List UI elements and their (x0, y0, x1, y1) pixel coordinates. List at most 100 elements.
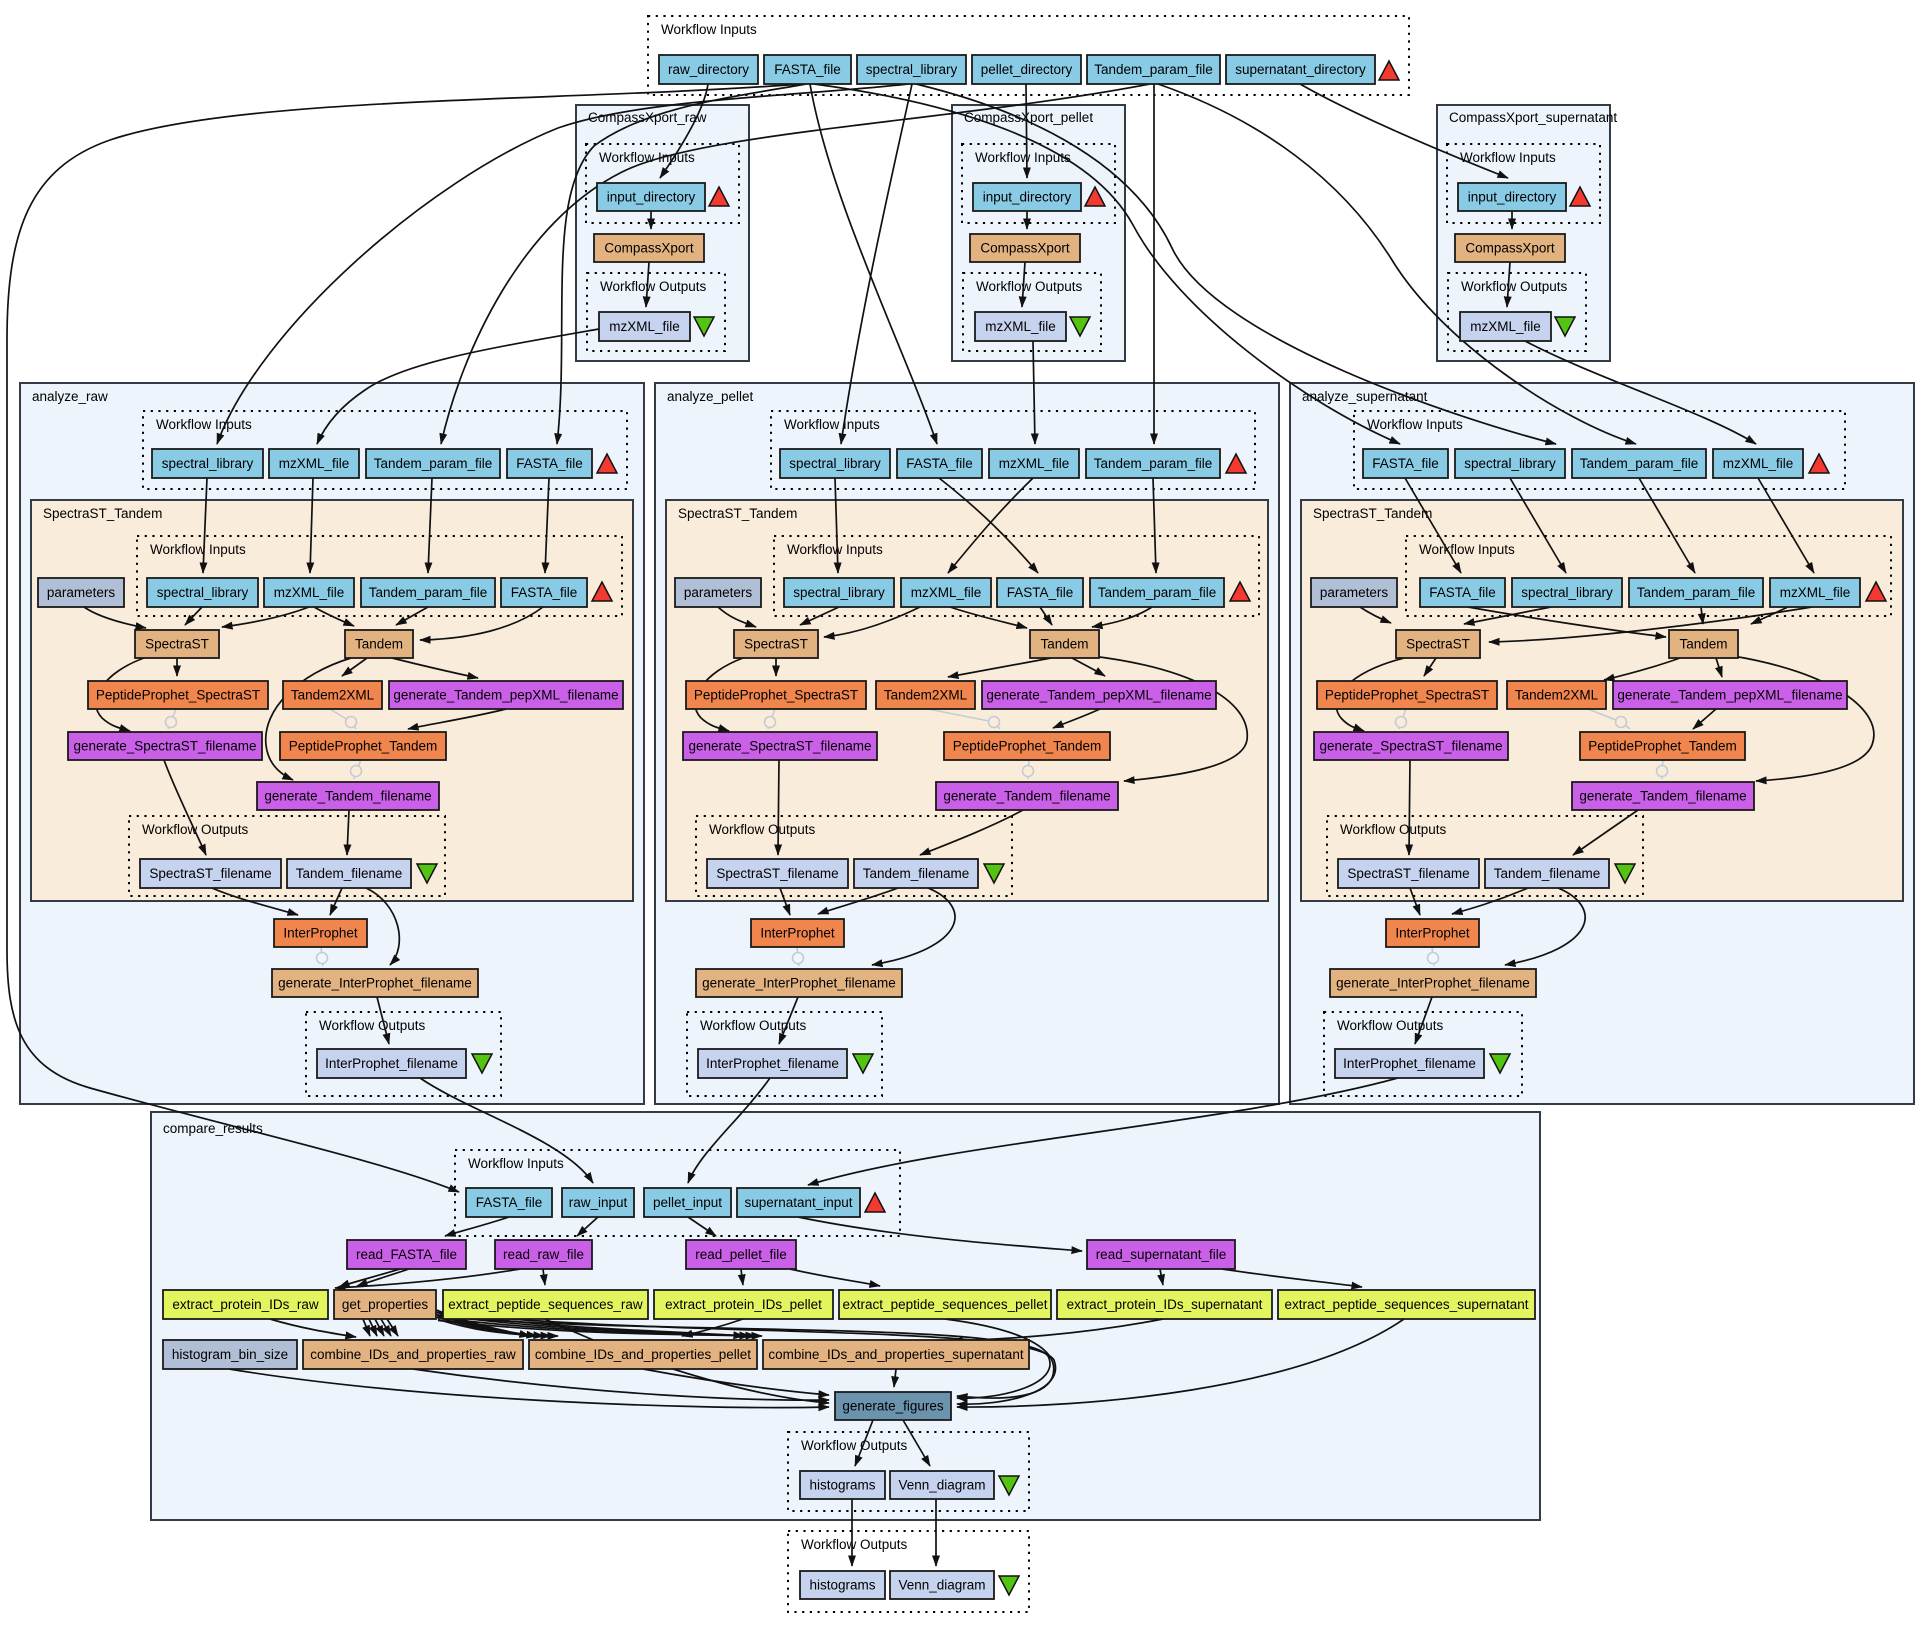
svg-text:Workflow Outputs: Workflow Outputs (1337, 1018, 1444, 1033)
svg-text:generate_InterProphet_filename: generate_InterProphet_filename (278, 976, 472, 991)
svg-text:generate_Tandem_pepXML_filenam: generate_Tandem_pepXML_filename (986, 688, 1211, 703)
svg-text:Venn_diagram: Venn_diagram (898, 1578, 985, 1593)
svg-text:PeptideProphet_Tandem: PeptideProphet_Tandem (953, 739, 1102, 754)
svg-text:parameters: parameters (1320, 585, 1389, 600)
svg-text:generate_figures: generate_figures (842, 1399, 944, 1414)
svg-text:Tandem: Tandem (1040, 637, 1088, 652)
svg-text:Workflow Inputs: Workflow Inputs (784, 417, 880, 432)
svg-text:get_properties: get_properties (342, 1297, 429, 1312)
svg-text:mzXML_file: mzXML_file (985, 319, 1056, 334)
svg-text:InterProphet: InterProphet (1395, 926, 1470, 941)
svg-text:spectral_library: spectral_library (866, 62, 958, 77)
svg-text:Workflow Outputs: Workflow Outputs (600, 279, 707, 294)
svg-text:Tandem2XML: Tandem2XML (1515, 688, 1599, 703)
svg-text:Tandem_param_file: Tandem_param_file (1094, 62, 1213, 77)
svg-text:read_pellet_file: read_pellet_file (695, 1247, 787, 1262)
svg-text:spectral_library: spectral_library (789, 456, 881, 471)
svg-text:supernatant_directory: supernatant_directory (1235, 62, 1366, 77)
svg-text:InterProphet_filename: InterProphet_filename (1343, 1056, 1476, 1071)
svg-text:Tandem_param_file: Tandem_param_file (374, 456, 493, 471)
svg-text:SpectraST: SpectraST (744, 637, 808, 652)
svg-text:generate_Tandem_filename: generate_Tandem_filename (1579, 789, 1746, 804)
svg-text:histograms: histograms (809, 1478, 875, 1493)
svg-text:mzXML_file: mzXML_file (279, 456, 350, 471)
svg-text:combine_IDs_and_properties_pel: combine_IDs_and_properties_pellet (535, 1347, 751, 1362)
svg-text:Tandem: Tandem (355, 637, 403, 652)
svg-text:analyze_raw: analyze_raw (32, 389, 108, 404)
svg-text:spectral_library: spectral_library (1464, 456, 1556, 471)
svg-text:Workflow Outputs: Workflow Outputs (1340, 822, 1447, 837)
svg-text:mzXML_file: mzXML_file (911, 585, 982, 600)
svg-text:input_directory: input_directory (983, 190, 1072, 205)
svg-text:Tandem: Tandem (1679, 637, 1727, 652)
svg-text:FASTA_file: FASTA_file (1429, 585, 1496, 600)
svg-text:Workflow Outputs: Workflow Outputs (319, 1018, 426, 1033)
svg-text:read_supernatant_file: read_supernatant_file (1096, 1247, 1227, 1262)
svg-text:read_FASTA_file: read_FASTA_file (356, 1247, 457, 1262)
svg-text:mzXML_file: mzXML_file (999, 456, 1070, 471)
svg-text:Workflow Inputs: Workflow Inputs (1367, 417, 1463, 432)
svg-text:raw_directory: raw_directory (668, 62, 749, 77)
svg-text:SpectraST: SpectraST (1406, 637, 1470, 652)
svg-text:spectral_library: spectral_library (162, 456, 254, 471)
svg-text:extract_protein_IDs_raw: extract_protein_IDs_raw (172, 1297, 319, 1312)
svg-text:raw_input: raw_input (569, 1195, 628, 1210)
svg-text:SpectraST_filename: SpectraST_filename (716, 866, 838, 881)
svg-text:Workflow Inputs: Workflow Inputs (661, 22, 757, 37)
svg-text:parameters: parameters (684, 585, 753, 600)
svg-text:mzXML_file: mzXML_file (1470, 319, 1541, 334)
svg-text:CompassXport_pellet: CompassXport_pellet (964, 110, 1093, 125)
svg-text:Tandem_param_file: Tandem_param_file (1098, 585, 1217, 600)
svg-text:FASTA_file: FASTA_file (1007, 585, 1074, 600)
svg-text:InterProphet: InterProphet (283, 926, 358, 941)
svg-text:supernatant_input: supernatant_input (744, 1195, 852, 1210)
svg-text:SpectraST_filename: SpectraST_filename (1347, 866, 1469, 881)
svg-text:Tandem_filename: Tandem_filename (1494, 866, 1601, 881)
svg-text:mzXML_file: mzXML_file (1723, 456, 1794, 471)
svg-text:SpectraST: SpectraST (145, 637, 209, 652)
svg-text:Tandem_param_file: Tandem_param_file (369, 585, 488, 600)
svg-text:analyze_pellet: analyze_pellet (667, 389, 754, 404)
svg-text:generate_SpectraST_filename: generate_SpectraST_filename (688, 739, 871, 754)
svg-text:generate_Tandem_filename: generate_Tandem_filename (943, 789, 1110, 804)
svg-text:Workflow Inputs: Workflow Inputs (975, 150, 1071, 165)
svg-text:Tandem2XML: Tandem2XML (884, 688, 968, 703)
svg-text:Tandem_filename: Tandem_filename (296, 866, 403, 881)
svg-text:spectral_library: spectral_library (1521, 585, 1613, 600)
svg-text:generate_SpectraST_filename: generate_SpectraST_filename (1319, 739, 1502, 754)
svg-text:pellet_input: pellet_input (653, 1195, 722, 1210)
svg-text:mzXML_file: mzXML_file (609, 319, 680, 334)
svg-text:Workflow Inputs: Workflow Inputs (156, 417, 252, 432)
svg-text:combine_IDs_and_properties_raw: combine_IDs_and_properties_raw (310, 1347, 516, 1362)
svg-text:read_raw_file: read_raw_file (503, 1247, 584, 1262)
svg-text:PeptideProphet_SpectraST: PeptideProphet_SpectraST (96, 688, 260, 703)
svg-text:Workflow Inputs: Workflow Inputs (468, 1156, 564, 1171)
svg-text:generate_InterProphet_filename: generate_InterProphet_filename (1336, 976, 1530, 991)
svg-text:mzXML_file: mzXML_file (274, 585, 345, 600)
svg-text:CompassXport: CompassXport (980, 241, 1070, 256)
svg-text:spectral_library: spectral_library (157, 585, 249, 600)
svg-text:pellet_directory: pellet_directory (981, 62, 1073, 77)
svg-text:CompassXport: CompassXport (604, 241, 694, 256)
svg-text:combine_IDs_and_properties_sup: combine_IDs_and_properties_supernatant (768, 1347, 1023, 1362)
svg-text:SpectraST_Tandem: SpectraST_Tandem (43, 506, 162, 521)
svg-text:Workflow Inputs: Workflow Inputs (1419, 542, 1515, 557)
svg-text:SpectraST_Tandem: SpectraST_Tandem (678, 506, 797, 521)
svg-text:mzXML_file: mzXML_file (1780, 585, 1851, 600)
svg-text:PeptideProphet_SpectraST: PeptideProphet_SpectraST (694, 688, 858, 703)
svg-text:PeptideProphet_Tandem: PeptideProphet_Tandem (289, 739, 438, 754)
svg-text:CompassXport: CompassXport (1465, 241, 1555, 256)
svg-text:Tandem_param_file: Tandem_param_file (1094, 456, 1213, 471)
svg-text:Workflow Inputs: Workflow Inputs (787, 542, 883, 557)
svg-text:Workflow Inputs: Workflow Inputs (150, 542, 246, 557)
svg-text:Tandem2XML: Tandem2XML (291, 688, 375, 703)
svg-text:Workflow Outputs: Workflow Outputs (976, 279, 1083, 294)
svg-text:PeptideProphet_Tandem: PeptideProphet_Tandem (1588, 739, 1737, 754)
svg-text:generate_InterProphet_filename: generate_InterProphet_filename (702, 976, 896, 991)
svg-text:CompassXport_supernatant: CompassXport_supernatant (1449, 110, 1617, 125)
svg-text:Venn_diagram: Venn_diagram (898, 1478, 985, 1493)
svg-text:compare_results: compare_results (163, 1121, 263, 1136)
svg-text:Workflow Outputs: Workflow Outputs (1461, 279, 1568, 294)
svg-text:extract_peptide_sequences_supe: extract_peptide_sequences_supernatant (1285, 1297, 1529, 1312)
svg-text:histogram_bin_size: histogram_bin_size (172, 1347, 288, 1362)
